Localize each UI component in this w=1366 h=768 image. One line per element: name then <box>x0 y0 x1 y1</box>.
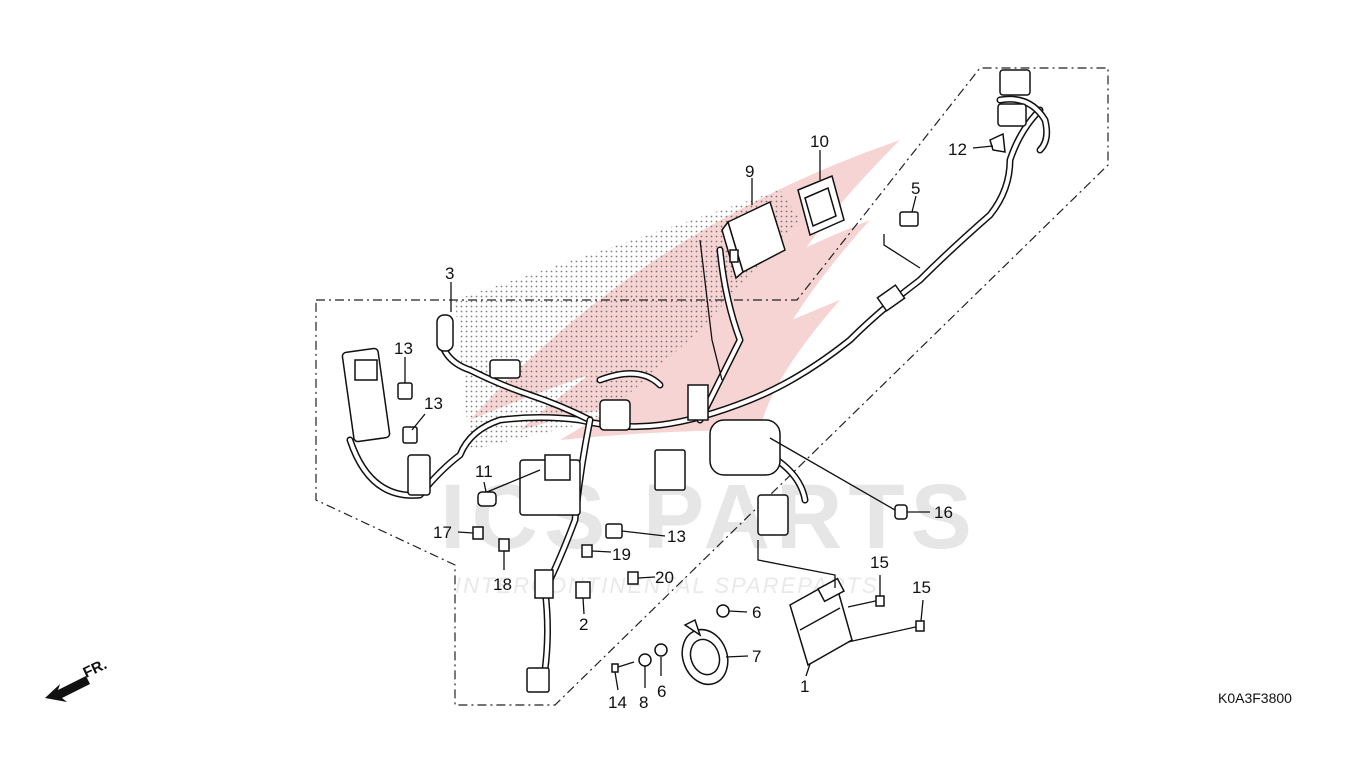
callout-1: 1 <box>800 677 809 696</box>
front-direction-label: FR. <box>81 656 110 682</box>
relay-part-9 <box>721 200 786 280</box>
callout-14: 14 <box>608 693 627 712</box>
washer-part-6a <box>716 604 730 618</box>
harness-connectors <box>341 69 1031 693</box>
callout-18: 18 <box>493 575 512 594</box>
cap-part-11 <box>477 491 497 507</box>
bolt-part-16 <box>894 504 908 520</box>
bolt-part-14 <box>611 661 635 673</box>
washer-part-6b <box>654 643 668 657</box>
fuse-block-part-2 <box>575 581 591 599</box>
callout-3: 3 <box>445 264 454 283</box>
callout-7: 7 <box>752 647 761 666</box>
callout-15a: 15 <box>870 553 889 572</box>
control-unit-part-1 <box>789 577 853 667</box>
callout-2: 2 <box>579 615 588 634</box>
callout-12: 12 <box>948 140 967 159</box>
fuse-part-18 <box>498 538 510 552</box>
front-arrow-icon: FR. <box>45 656 110 702</box>
callout-13b: 13 <box>424 394 443 413</box>
callout-6b: 6 <box>657 682 666 701</box>
callout-labels: 1 2 3 5 6 6 7 8 9 10 11 12 13 13 13 14 1… <box>394 132 967 712</box>
clip-part-5 <box>899 211 919 227</box>
callout-16: 16 <box>934 503 953 522</box>
callout-15b: 15 <box>912 578 931 597</box>
callout-9: 9 <box>745 162 754 181</box>
callout-5: 5 <box>911 179 920 198</box>
fuse-part-19 <box>581 544 593 558</box>
fuse-part-20 <box>627 571 639 585</box>
callout-6a: 6 <box>752 603 761 622</box>
callout-11: 11 <box>475 462 493 481</box>
callout-8: 8 <box>639 693 648 712</box>
band-part-13a <box>397 382 413 400</box>
bolt-part-15b <box>847 620 925 643</box>
callout-19: 19 <box>612 545 631 564</box>
clip-part-12 <box>989 132 1006 153</box>
diagram-code: K0A3F3800 <box>1218 690 1292 706</box>
group-boundary-line <box>315 67 1109 706</box>
callout-10: 10 <box>810 132 829 151</box>
watermark-tagline: INTERCONTINENTAL SPAREPARTS <box>455 573 879 598</box>
leader-lines <box>404 145 994 691</box>
relay-cover-part-10 <box>797 174 845 237</box>
horn-part-7 <box>681 618 729 686</box>
shading-region <box>455 190 800 450</box>
callout-13a: 13 <box>394 339 413 358</box>
fuse-part-17 <box>472 526 484 540</box>
band-part-13c <box>605 523 623 539</box>
callout-13c: 13 <box>667 527 686 546</box>
callout-17: 17 <box>433 523 452 542</box>
callout-20: 20 <box>655 568 674 587</box>
nut-part-8 <box>638 653 652 667</box>
band-part-13b <box>402 426 418 444</box>
